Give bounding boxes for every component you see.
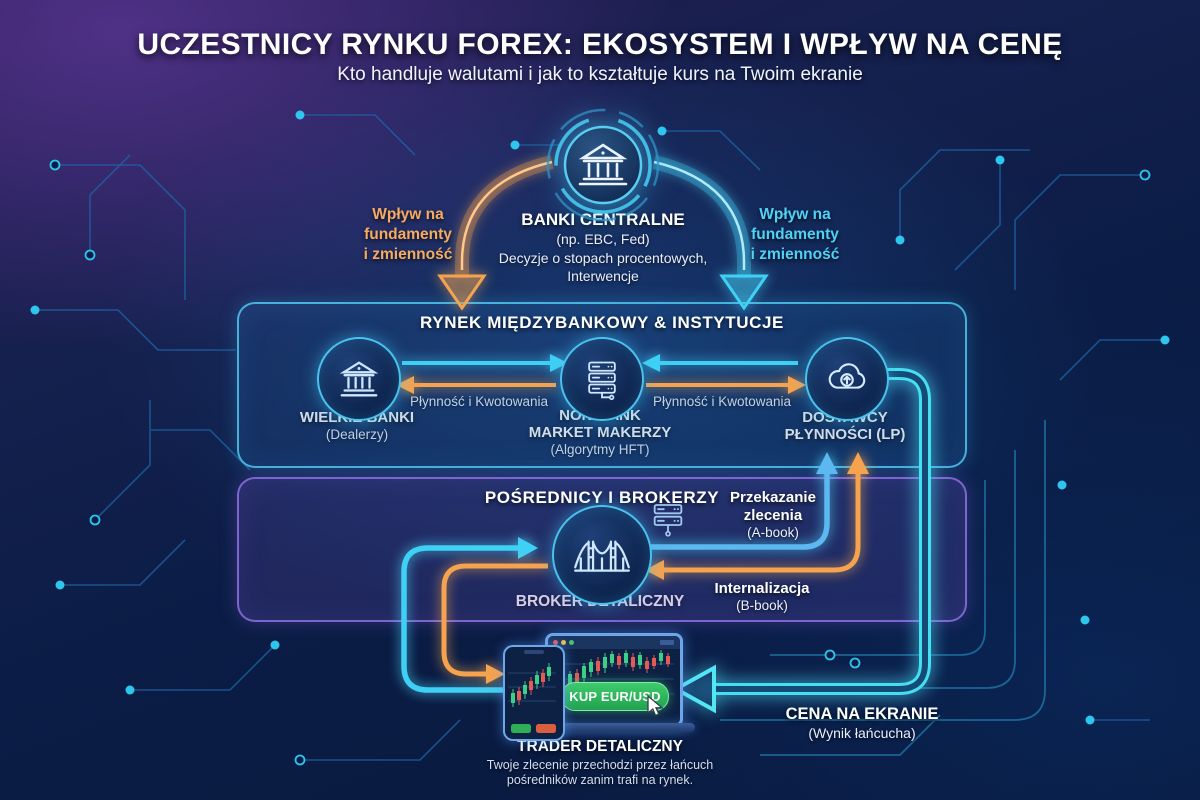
liquidity-providers-node (805, 337, 889, 421)
phone-sell-button (536, 724, 556, 733)
cloud-upload-icon (828, 363, 866, 389)
laptop-base (527, 723, 695, 732)
cursor-icon (647, 694, 664, 717)
window-dot-green (569, 640, 574, 645)
influence-right-label: Wpływ na fundamenty i zmienność (750, 206, 840, 263)
interbank-panel-title: RYNEK MIĘDZYBANKOWY & INSTYTUCJE (420, 313, 784, 332)
bank-icon (339, 361, 379, 397)
central-bank-desc-1: Decyzje o stopach procentowych, (498, 250, 708, 266)
page-subtitle: Kto handluje walutami i jak to kształtuj… (337, 64, 863, 85)
influence-left-label: Wpływ na fundamenty i zmienność (363, 206, 453, 263)
central-bank-examples: (np. EBC, Fed) (556, 231, 650, 247)
trader-caption-2: pośredników zanim trafi na rynek. (506, 773, 694, 787)
abook-label: Przekazanie zlecenia (730, 489, 816, 524)
big-banks-sub: (Dealerzy) (325, 427, 389, 442)
price-chain-sub: (Wynik łańcucha) (808, 725, 916, 741)
candlestick-chart-icon (548, 650, 674, 695)
phone-buy-button (511, 724, 531, 733)
trader-phone (503, 645, 565, 741)
window-dot-yellow (561, 640, 566, 645)
phone-notch (524, 650, 544, 654)
trader-label: TRADER DETALICZNY (517, 738, 683, 755)
big-banks-node (317, 337, 401, 421)
market-makers-node (560, 337, 644, 421)
market-makers-sub: (Algorytmy HFT) (550, 442, 650, 457)
broker-server-icon (653, 504, 683, 537)
kup-eurusd-button[interactable]: KUP EUR/USD (561, 682, 669, 711)
flow-label-left: Płynność i Kwotowania (409, 394, 549, 409)
window-toolbar-chip (660, 640, 674, 645)
bbook-label: Internalizacja (714, 580, 810, 597)
trader-caption-1: Twoje zlecenie przechodzi przez łańcuch (486, 758, 714, 772)
price-chain-title: CENA NA EKRANIE (785, 705, 939, 723)
phone-chart-icon (508, 663, 556, 707)
abook-sub: (A-book) (747, 525, 799, 540)
laptop-window-bar (548, 636, 680, 649)
bbook-sub: (B-book) (736, 598, 788, 613)
central-bank-desc-2: Interwencje (567, 268, 639, 284)
central-bank-node (543, 105, 663, 230)
page-title: UCZESTNICY RYNKU FOREX: EKOSYSTEM I WPŁY… (137, 28, 1063, 61)
bridge-icon (574, 540, 630, 572)
central-bank-icon (546, 108, 660, 222)
trader-laptop: KUP EUR/USD (545, 633, 683, 727)
server-icon (588, 361, 616, 400)
retail-broker-node (552, 505, 652, 605)
